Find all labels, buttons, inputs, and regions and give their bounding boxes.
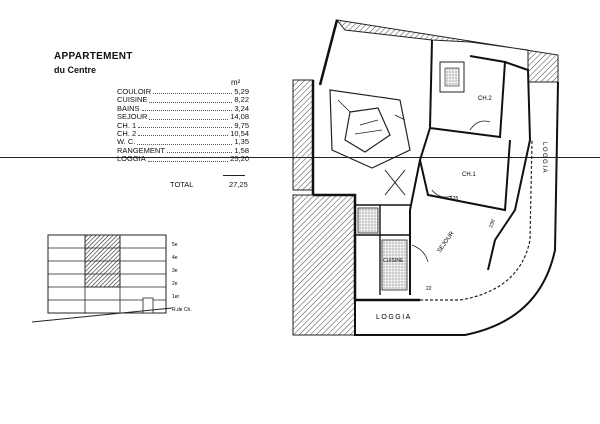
room-row: BAINS 3,24 (117, 103, 249, 113)
room-area: 5,29 (234, 87, 249, 96)
loggia-side-label: LOGGIA (541, 142, 547, 174)
loggia-outline (354, 81, 559, 336)
dimension-label: 525 (450, 196, 459, 202)
room-name: CH. 2 (117, 129, 137, 139)
room-name: LOGGIA (117, 154, 146, 164)
room-area: 9,75 (234, 120, 249, 130)
room-name: CH. 1 (117, 120, 137, 130)
highlighted-apartment-column (84, 234, 121, 288)
total-label: TOTAL (170, 180, 194, 189)
room-name: CUISINE (117, 95, 148, 105)
room-area: 10,54 (230, 129, 249, 139)
unit-label: m² (231, 78, 241, 87)
room-name: W. C. (117, 137, 136, 147)
ground-slope (31, 307, 173, 323)
room-area: 14,08 (230, 112, 249, 122)
room-label-ch2: CH.2 (478, 96, 492, 102)
page-title: APPARTEMENT (54, 51, 133, 62)
dimension-label: 230 (488, 219, 497, 229)
level-label: 2e (172, 281, 178, 287)
room-row: SEJOUR 14,08 (117, 112, 249, 122)
entrance-door (142, 297, 154, 314)
room-name: COULOIR (117, 87, 152, 96)
room-area: 25,20 (230, 154, 249, 164)
room-area: 8,22 (234, 95, 249, 105)
room-row: CH. 1 9,75 (117, 120, 249, 130)
room-row: W. C. 1,35 (117, 137, 249, 147)
level-label: 4e (172, 255, 178, 261)
room-row: CH. 2 10,54 (117, 129, 249, 139)
room-row: RANGEMENT 1,58 (117, 145, 249, 155)
room-row: LOGGIA 25,20 (117, 154, 249, 164)
kitchen-counter (381, 239, 408, 291)
floor-plan: CH.2 CH.1 SEJOUR CUISINE LOGGIA LOGGIA 5… (292, 19, 559, 336)
loggia-label: LOGGIA (376, 314, 412, 321)
staircase (329, 89, 411, 169)
wardrobe (439, 61, 465, 93)
room-row: COULOIR 5,29 (117, 87, 249, 96)
level-label: 1er (172, 294, 180, 300)
building-elevation: 5e 4e 3e 2e 1er R.de Ch. (31, 234, 192, 323)
total-value: 27,25 (229, 180, 248, 189)
room-label-ch1: CH.1 (462, 172, 476, 178)
level-label: R.de Ch. (172, 307, 192, 313)
total-underline (223, 175, 245, 176)
room-area: 1,35 (234, 137, 249, 147)
bathroom-fixture (357, 207, 379, 234)
room-name: BAINS (117, 103, 140, 113)
level-label: 3e (172, 268, 178, 274)
dimension-label: 22 (426, 286, 432, 292)
room-area: 1,58 (234, 145, 249, 155)
room-name: RANGEMENT (117, 145, 165, 155)
page-subtitle: du Centre (54, 65, 97, 75)
room-area: 3,24 (234, 103, 249, 113)
room-area-table: COULOIR 5,29 CUISINE 8,22 BAINS 3,24 SEJOUR… (117, 87, 249, 164)
room-name: SEJOUR (117, 112, 148, 122)
room-label-cuisine: CUISINE (383, 258, 404, 264)
room-label-sejour: SEJOUR (437, 230, 456, 254)
room-row: CUISINE 8,22 (117, 95, 249, 105)
level-label: 5e (172, 242, 178, 248)
